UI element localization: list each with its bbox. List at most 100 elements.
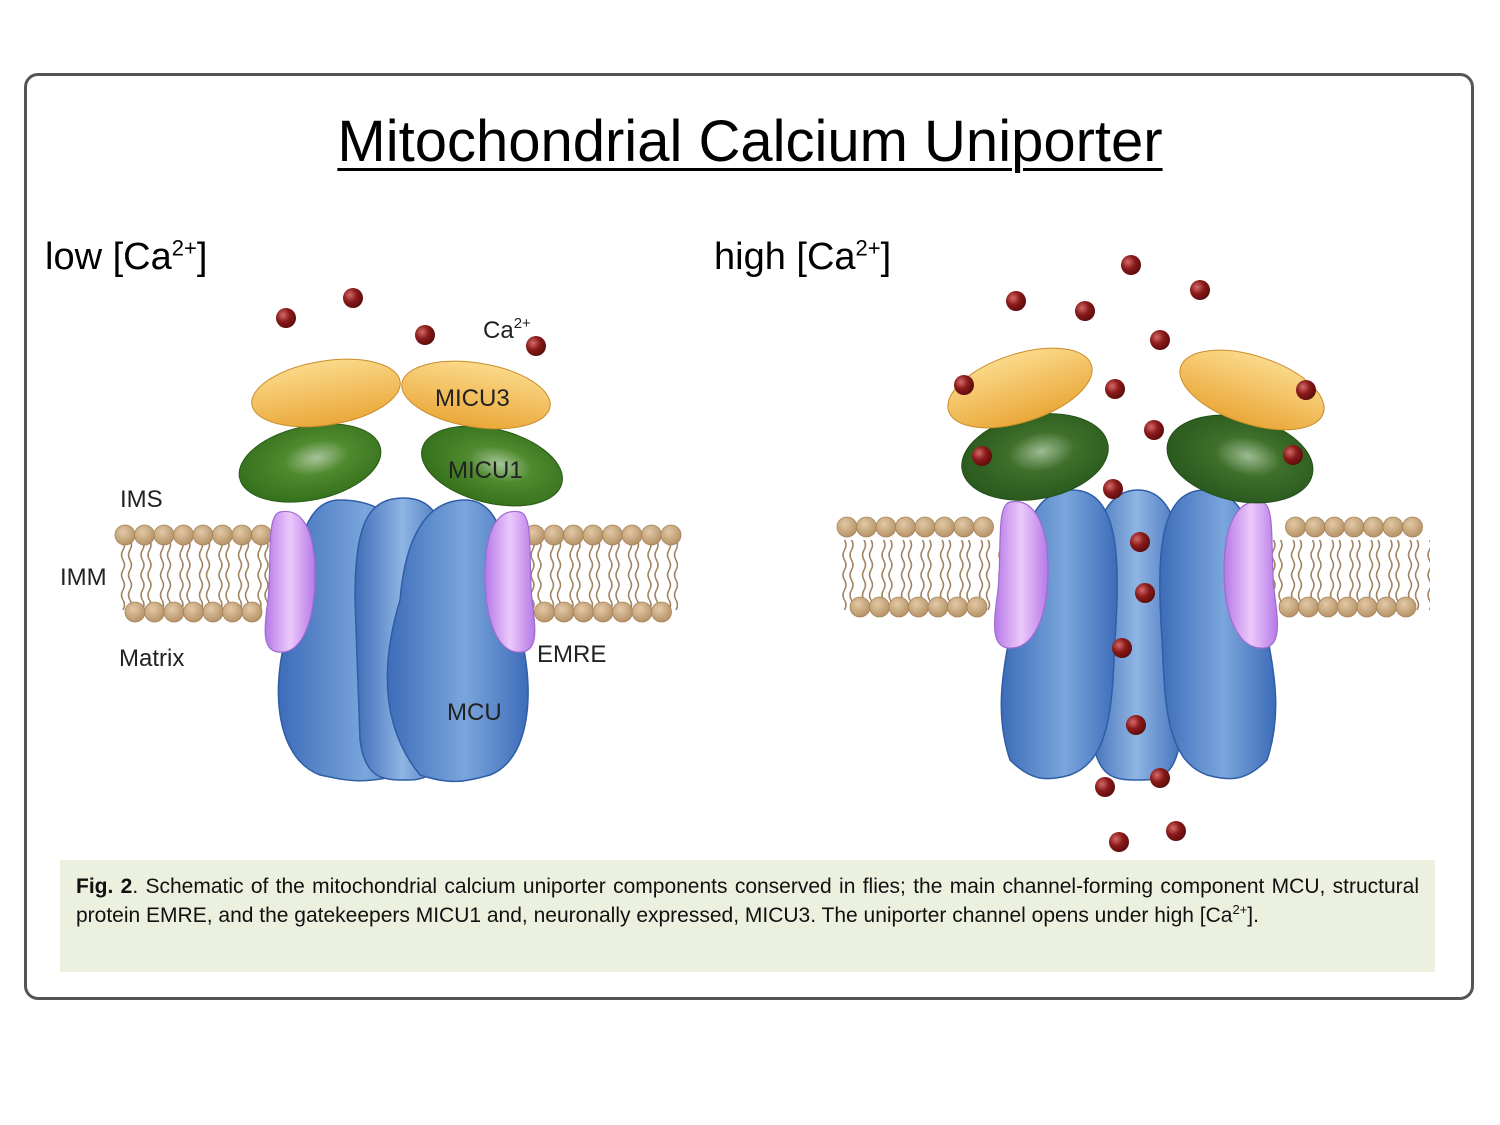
lipid-head [1285,516,1306,538]
micu3-right-a [947,347,1093,429]
calcium-ion [1150,330,1170,350]
lipid-head [612,601,633,623]
lipid-head [947,596,968,618]
lipid-head [1363,516,1384,538]
micu3-label: MICU3 [435,385,510,412]
lipid-head [1395,596,1417,618]
calcium-ion [1144,420,1164,440]
lipid-head [641,524,662,546]
lipid-head [908,596,929,618]
lipid-head [231,524,253,546]
lipid-head [1382,516,1404,538]
figure-number: Fig. 2 [76,875,133,898]
emre-label: EMRE [537,641,606,668]
micu1-left-b [421,425,563,507]
calcium-ion [1105,379,1125,399]
lipid-head [251,524,272,546]
lipid-head [582,524,604,546]
lipid-head [534,601,555,623]
high-calcium-label: high [Ca2+] [714,235,892,278]
lipid-head [1304,516,1326,538]
lipid-head [212,524,233,546]
calcium-ion [954,375,974,395]
lipid-head [241,601,263,623]
imm-label: IMM [60,564,107,591]
lipid-head [1278,596,1300,618]
calcium-ion-label: Ca2+ [483,315,531,344]
calcium-ion [1103,479,1123,499]
calcium-ion [1109,832,1129,852]
lipid-head [849,596,871,618]
calcium-ion [1150,768,1170,788]
calcium-ion [1112,638,1132,658]
lipid-head [1298,596,1319,618]
lipid-head [856,516,877,538]
lipid-head [1376,596,1397,618]
figure-frame [24,73,1474,1000]
calcium-ion [1006,291,1026,311]
mcu-label: MCU [447,699,502,726]
lipid-head [966,596,988,618]
high-calcium-panel [836,255,1430,852]
lipid-head [621,524,643,546]
calcium-ion [1283,445,1303,465]
lipid-head [888,596,910,618]
lipid-head [563,524,584,546]
lipid-head [660,524,682,546]
lipid-head [895,516,916,538]
micu3-left-a [251,358,401,428]
lipid-head [869,596,890,618]
lipid-head [602,524,623,546]
calcium-ion [1296,380,1316,400]
lipid-head [202,601,224,623]
lipid-head [114,524,136,546]
lipid-head [573,601,594,623]
lipid-head [543,524,565,546]
calcium-ion [1121,255,1141,275]
lipid-head [927,596,949,618]
matrix-label: Matrix [119,645,184,672]
lipid-head [1324,516,1345,538]
figure-title: Mitochondrial Calcium Uniporter [337,109,1163,174]
ims-label: IMS [120,486,163,513]
calcium-ion [526,336,546,356]
calcium-ion [1190,280,1210,300]
calcium-ion [1135,583,1155,603]
caption-text: . Schematic of the mitochondrial calcium… [76,875,1419,927]
lipid-head [934,516,955,538]
emre-right-b [1223,500,1279,649]
lipid-head [1317,596,1339,618]
lipid-head [651,601,672,623]
emre-left-b [484,510,536,653]
emre-left-a [264,510,316,653]
calcium-ion [1126,715,1146,735]
lipid-head [973,516,994,538]
lipid-head [144,601,165,623]
calcium-ions-left [276,288,546,356]
micu1-label: MICU1 [448,457,523,484]
lipid-head [1343,516,1365,538]
lipid-head [875,516,897,538]
lipid-head [134,524,155,546]
micu3-right-b [1179,349,1325,431]
low-calcium-label: low [Ca2+] [45,235,208,278]
calcium-ion [415,325,435,345]
calcium-ion [1130,532,1150,552]
lipid-head [222,601,243,623]
lipid-head [553,601,575,623]
lipid-head [173,524,194,546]
lipid-head [836,516,858,538]
lipid-head [953,516,975,538]
lipid-head [124,601,146,623]
lipid-head [153,524,175,546]
figure-caption: Fig. 2. Schematic of the mitochondrial c… [60,860,1435,972]
lipid-head [1402,516,1423,538]
lipid-head [192,524,214,546]
emre-right-a [993,500,1049,649]
lipid-head [914,516,936,538]
calcium-ion [276,308,296,328]
micu3-left-b [401,360,551,430]
lipid-head [631,601,653,623]
lipid-head [592,601,614,623]
lipid-head [163,601,185,623]
